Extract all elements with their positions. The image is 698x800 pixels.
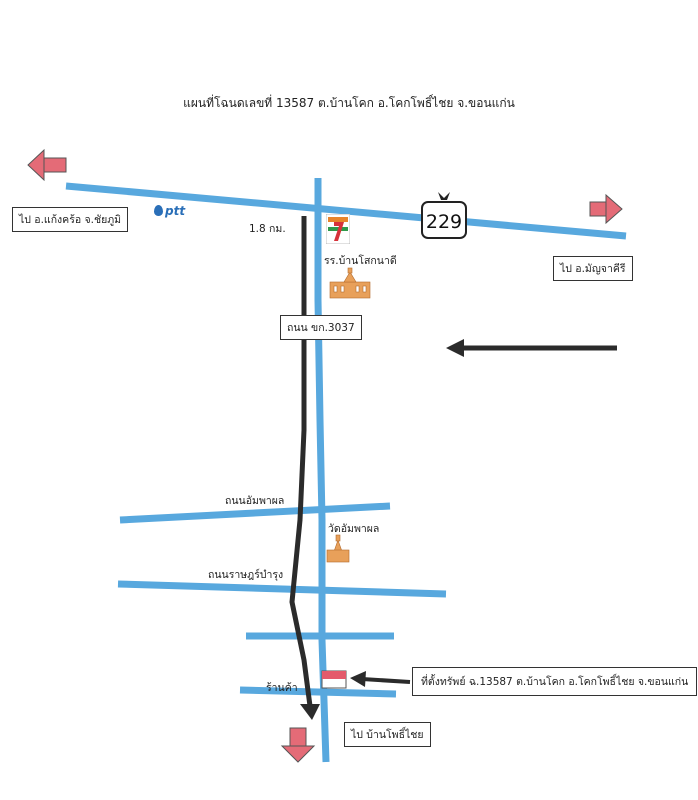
direction-east-box: ไป อ.มัญจาคีรี xyxy=(553,256,633,281)
street-ratbamrung-label: ถนนราษฎร์บำรุง xyxy=(208,569,284,581)
property-arrow-icon xyxy=(350,671,411,687)
ptt-gas-station: ptt xyxy=(154,204,185,218)
seven-eleven-icon xyxy=(326,214,350,244)
road-kk3037 xyxy=(314,178,330,763)
school-label: รร.บ้านโสกนาดี xyxy=(324,255,397,267)
road-network xyxy=(65,178,627,763)
street-fourth xyxy=(239,686,397,698)
locator-arrow-icon xyxy=(446,339,617,357)
west-arrow-icon xyxy=(27,148,67,182)
street-ratbamrung xyxy=(117,580,447,598)
distance-label: 1.8 กม. xyxy=(249,223,286,235)
route-line xyxy=(289,216,313,707)
property-label-box: ที่ตั้งทรัพย์ ฉ.13587 ต.บ้านโคก อ.โคกโพธ… xyxy=(412,667,698,696)
street-amphaphon xyxy=(119,502,391,524)
route-arrow-head xyxy=(300,704,320,720)
highway-number: 229 xyxy=(425,211,463,233)
highway-229 xyxy=(65,182,627,240)
road-label-box: ถนน ขก.3037 xyxy=(280,315,362,340)
property-marker-icon xyxy=(321,670,347,689)
direction-west-box: ไป อ.แก้งคร้อ จ.ชัยภูมิ xyxy=(12,207,129,232)
east-arrow-icon xyxy=(589,193,623,225)
school-building-icon xyxy=(329,267,371,299)
street-amphaphon-label: ถนนอัมพาผล xyxy=(225,495,285,507)
direction-south-box: ไป บ้านโพธิ์ไชย xyxy=(344,722,431,747)
highway-shield-icon xyxy=(421,192,467,239)
map-title: แผนที่โฉนดเลขที่ 13587 ต.บ้านโคก อ.โคกโพ… xyxy=(183,96,515,110)
temple-icon xyxy=(326,534,350,563)
ptt-drop-icon xyxy=(154,205,163,216)
temple-label: วัดอัมพาผล xyxy=(328,523,380,535)
south-arrow-icon xyxy=(280,727,316,763)
shop-label: ร้านค้า xyxy=(266,682,298,694)
